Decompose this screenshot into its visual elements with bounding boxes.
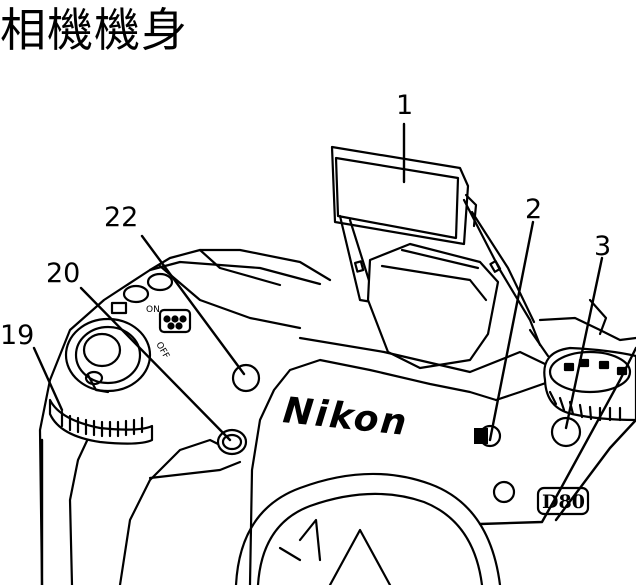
mode-dial bbox=[64, 317, 152, 394]
brand-logo: Nikon bbox=[281, 390, 410, 444]
leader-lines bbox=[32, 122, 636, 585]
prism-housing bbox=[298, 242, 547, 374]
callout-3: 3 bbox=[594, 231, 611, 262]
callout-22: 22 bbox=[104, 202, 138, 233]
af-assist-lamp bbox=[231, 363, 261, 393]
top-buttons bbox=[110, 272, 192, 334]
page-title: 相機機身 bbox=[0, 3, 188, 57]
popup-flash bbox=[330, 145, 542, 347]
bracket-button bbox=[492, 480, 516, 504]
callout-19: 19 bbox=[0, 320, 34, 351]
lens-mount bbox=[234, 472, 502, 585]
callout-2: 2 bbox=[525, 194, 542, 225]
front-right-button bbox=[550, 416, 582, 448]
dial-label-on: ON bbox=[146, 305, 160, 315]
flash-mode-icon bbox=[474, 428, 488, 444]
dial-label-off: OFF bbox=[153, 341, 170, 361]
model-badge: D80 bbox=[542, 491, 585, 513]
sub-command-dial bbox=[543, 346, 636, 422]
callout-1: 1 bbox=[396, 90, 413, 121]
main-command-dial bbox=[48, 398, 154, 445]
callout-20: 20 bbox=[46, 258, 80, 289]
